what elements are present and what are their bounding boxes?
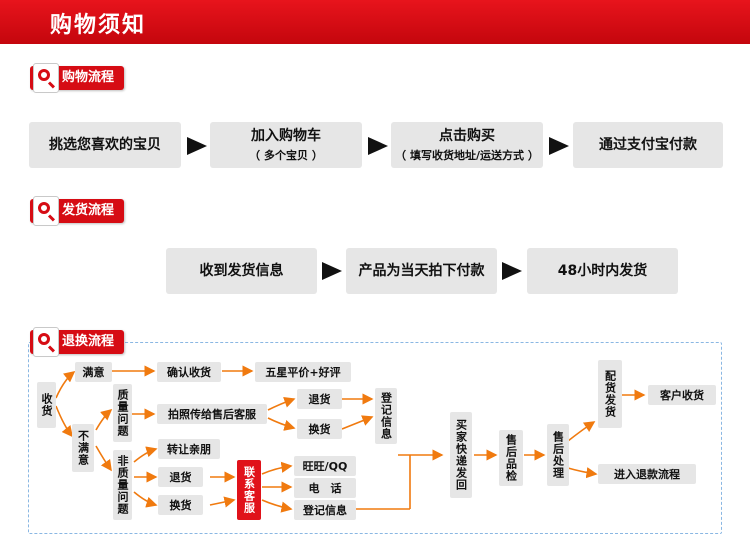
flow-non-quality-issue: 非质量问题 xyxy=(113,450,132,520)
step-main: 48小时内发货 xyxy=(557,263,648,279)
page-title: 购物须知 xyxy=(50,13,147,38)
flow-reship: 配货发货 xyxy=(598,360,622,428)
flow-register-info-b: 登记信息 xyxy=(294,500,356,520)
flow-wangwang-qq: 旺旺/QQ xyxy=(294,456,356,476)
shopping-step-4: 通过支付宝付款 xyxy=(573,122,723,168)
shipping-step-2: 产品为当天拍下付款 xyxy=(346,248,497,294)
flow-phone: 电 话 xyxy=(294,478,356,498)
section-tag-shopping: 购物流程 xyxy=(30,63,125,93)
flow-after-sale-check: 售后品检 xyxy=(499,430,523,486)
flow-return-a: 退货 xyxy=(297,389,342,409)
magnifier-icon xyxy=(33,327,59,357)
magnifier-icon xyxy=(33,63,59,93)
flow-after-sale-handle: 售后处理 xyxy=(547,424,569,486)
header-banner: 购物须知 xyxy=(0,0,750,44)
flow-photo-to-service: 拍照传给售后客服 xyxy=(157,404,267,424)
returns-panel xyxy=(28,342,722,534)
step-main: 通过支付宝付款 xyxy=(599,137,697,153)
flow-exchange-b: 换货 xyxy=(158,495,203,515)
section-label: 购物流程 xyxy=(62,70,115,85)
flow-contact-service: 联系客服 xyxy=(237,460,261,520)
flow-transfer-friends: 转让亲朋 xyxy=(158,439,220,459)
arrow-right-icon xyxy=(549,137,569,155)
shipping-step-3: 48小时内发货 xyxy=(527,248,678,294)
step-main: 挑选您喜欢的宝贝 xyxy=(49,137,161,153)
flow-receive: 收货 xyxy=(37,382,56,428)
flow-five-star-review: 五星平价+好评 xyxy=(255,362,351,382)
step-main: 加入购物车 xyxy=(251,127,321,144)
flow-customer-receipt: 客户收货 xyxy=(648,385,716,405)
flow-refund-process: 进入退款流程 xyxy=(598,464,696,484)
step-sub: （ 填写收货地址/运送方式 ） xyxy=(395,148,539,162)
step-main: 产品为当天拍下付款 xyxy=(358,263,485,279)
step-sub: （ 多个宝贝 ） xyxy=(249,148,323,162)
shopping-step-3: 点击购买 （ 填写收货地址/运送方式 ） xyxy=(391,122,543,168)
flow-return-b: 退货 xyxy=(158,467,203,487)
flow-unsatisfied: 不满意 xyxy=(72,424,94,472)
section-label: 发货流程 xyxy=(62,203,115,218)
flow-exchange-a: 换货 xyxy=(297,419,342,439)
flow-buyer-express-return: 买家快递发回 xyxy=(450,412,472,498)
flow-confirm-receipt: 确认收货 xyxy=(157,362,221,382)
section-label: 退换流程 xyxy=(62,334,115,349)
arrow-right-icon xyxy=(187,137,207,155)
flow-register-info: 登记信息 xyxy=(375,388,397,444)
arrow-right-icon xyxy=(368,137,388,155)
shopping-step-2: 加入购物车 （ 多个宝贝 ） xyxy=(210,122,362,168)
section-tag-shipping: 发货流程 xyxy=(30,196,125,226)
arrow-right-icon xyxy=(502,262,522,280)
arrow-right-icon xyxy=(322,262,342,280)
section-tag-returns: 退换流程 xyxy=(30,327,125,357)
shopping-step-1: 挑选您喜欢的宝贝 xyxy=(29,122,181,168)
step-main: 点击购买 xyxy=(439,127,495,144)
magnifier-icon xyxy=(33,196,59,226)
flow-quality-issue: 质量问题 xyxy=(113,384,132,442)
step-main: 收到发货信息 xyxy=(199,263,284,279)
shipping-step-1: 收到发货信息 xyxy=(166,248,317,294)
flow-satisfied: 满意 xyxy=(75,362,112,382)
